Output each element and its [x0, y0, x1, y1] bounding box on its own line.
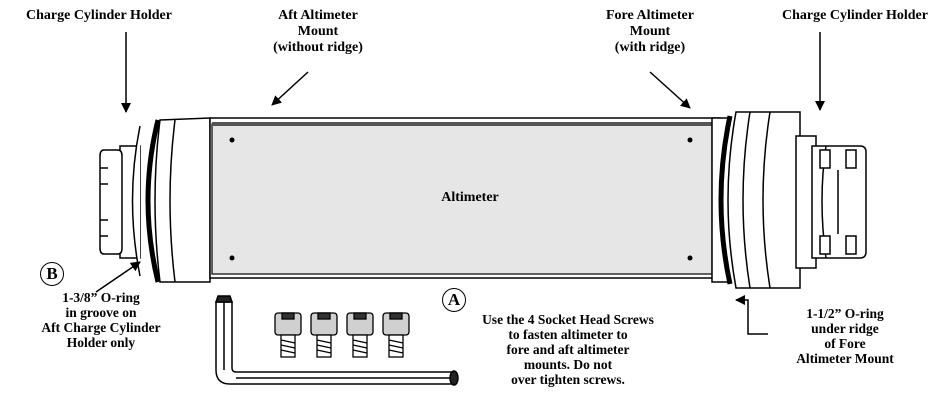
- o-ring-right-note: 1-1/2” O-ring under ridge of Fore Altime…: [796, 306, 894, 366]
- screw-4: [382, 312, 410, 358]
- right-o-ring: [718, 115, 733, 285]
- leader-arrows: [95, 32, 825, 335]
- marker-a: A: [442, 288, 466, 312]
- right-charge-cylinder-holder: [727, 111, 867, 289]
- altimeter-body: [209, 117, 721, 279]
- arrow-aft-mount: [271, 71, 309, 106]
- screw-3: [346, 312, 374, 358]
- o-ring-left-note: 1-3/8” O-ring in groove on Aft Charge Cy…: [41, 290, 161, 350]
- aft-altimeter-mount: [154, 117, 211, 283]
- fore-altimeter-mount-label: Fore Altimeter Mount (with ridge): [606, 8, 694, 55]
- aft-altimeter-mount-label: Aft Altimeter Mount (without ridge): [273, 8, 363, 55]
- charge-cylinder-holder-left-label: Charge Cylinder Holder: [26, 8, 172, 23]
- installation-instructions: Use the 4 Socket Head Screws to fasten a…: [482, 312, 654, 387]
- socket-head-screws: [274, 312, 410, 358]
- arrow-o-ring-right: [735, 295, 768, 335]
- arrow-o-ring-left: [95, 261, 141, 293]
- screw-1: [274, 312, 302, 358]
- screw-2: [310, 312, 338, 358]
- altimeter-label: Altimeter: [441, 190, 499, 205]
- hex-wrench: [214, 295, 459, 386]
- left-charge-cylinder-holder: [99, 125, 141, 277]
- charge-cylinder-holder-right-label: Charge Cylinder Holder: [782, 8, 928, 23]
- left-o-ring: [145, 119, 161, 283]
- marker-b: B: [40, 262, 64, 286]
- arrow-fore-mount: [649, 71, 691, 109]
